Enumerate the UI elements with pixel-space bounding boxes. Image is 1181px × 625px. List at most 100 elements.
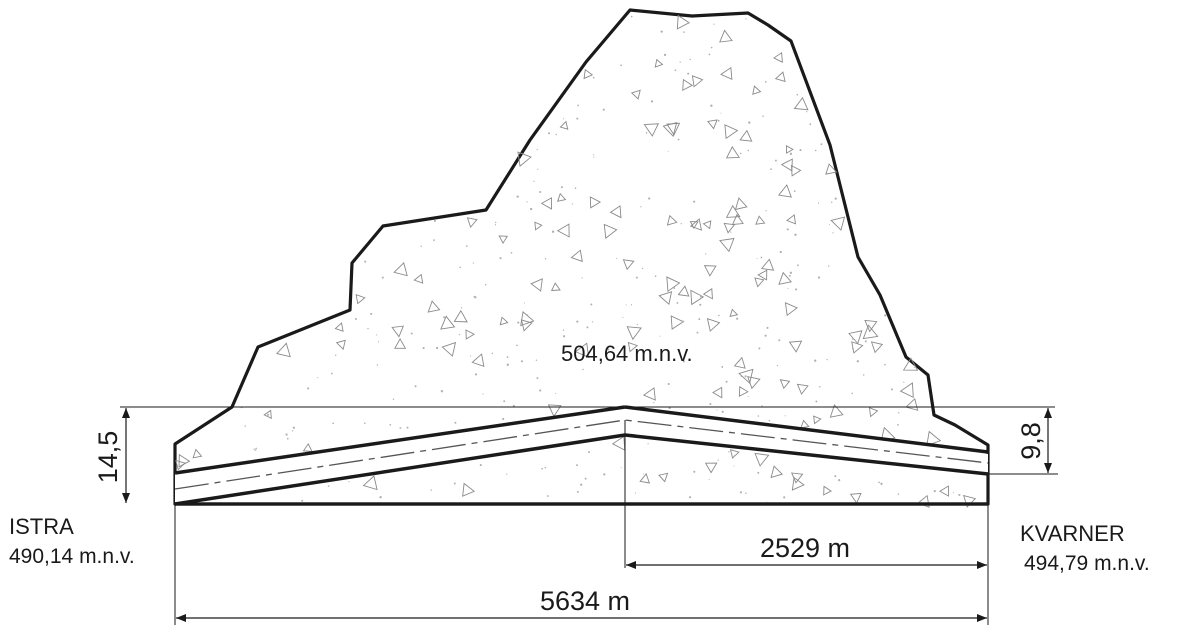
aggregate-dot [642, 473, 644, 475]
aggregate-dot [244, 425, 246, 427]
aggregate-dot [828, 223, 830, 225]
aggregate-dot [689, 496, 692, 499]
aggregate-dot [667, 382, 670, 386]
aggregate-dot [683, 31, 685, 33]
aggregate-dot [433, 219, 436, 222]
aggregate-dot [367, 327, 369, 330]
aggregate-triangle-icon [335, 339, 346, 351]
aggregate-dot [506, 363, 509, 366]
aggregate-triangle-icon [362, 475, 378, 491]
aggregate-dot [527, 313, 529, 316]
aggregate-dot [730, 231, 732, 233]
aggregate-dot [880, 482, 883, 485]
aggregate-dot [789, 271, 793, 274]
aggregate-dot [625, 304, 627, 306]
aggregate-triangle-icon [754, 277, 765, 288]
aggregate-dot [520, 360, 524, 363]
aggregate-dot [440, 390, 444, 393]
aggregate-dot [884, 363, 886, 366]
aggregate-dot [680, 222, 682, 225]
aggregate-dot [506, 473, 508, 475]
aggregate-dot [952, 492, 955, 494]
aggregate-dot [792, 51, 794, 53]
aggregate-dot [479, 464, 482, 467]
tunnel-band [175, 408, 988, 504]
aggregate-dot [799, 149, 802, 152]
aggregate-triangle-icon [499, 316, 509, 326]
aggregate-triangle-icon [757, 269, 768, 281]
aggregate-dot [267, 413, 270, 416]
aggregate-triangle-icon [793, 96, 809, 111]
aggregate-triangle-icon [627, 341, 639, 353]
aggregate-triangle-icon [754, 452, 770, 467]
aggregate-dot [406, 426, 409, 429]
aggregate-dot [856, 360, 859, 363]
aggregate-triangle-icon [391, 325, 405, 338]
aggregate-triangle-icon [453, 309, 468, 323]
aggregate-triangle-icon [556, 192, 567, 202]
tunnel-axis [174, 419, 989, 490]
aggregate-dot [689, 58, 691, 61]
aggregate-dot [430, 489, 432, 491]
aggregate-triangle-icon [723, 222, 736, 234]
aggregate-dot [506, 356, 509, 358]
aggregate-dot [761, 405, 763, 407]
aggregate-dot [809, 123, 812, 126]
aggregate-dot [536, 377, 539, 380]
aggregate-dot [399, 427, 402, 429]
aggregate-triangle-icon [780, 158, 793, 172]
aggregate-dot [787, 288, 789, 290]
aggregate-dot [679, 61, 681, 63]
aggregate-dot [793, 190, 796, 192]
aggregate-triangle-icon [334, 322, 344, 332]
aggregate-dot [794, 233, 797, 236]
aggregate-triangle-icon [498, 235, 509, 244]
aggregate-dot [536, 148, 538, 151]
aggregate-dot [783, 496, 786, 499]
aggregate-triangle-icon [550, 282, 561, 291]
aggregate-dot [728, 451, 730, 453]
aggregate-dot [788, 274, 791, 277]
aggregate-dot [862, 374, 865, 376]
aggregate-triangle-icon [747, 376, 761, 390]
aggregate-dot [254, 449, 257, 451]
aggregate-dot [717, 459, 719, 461]
aggregate-dot [474, 373, 478, 376]
aggregate-dot [640, 206, 642, 208]
aggregate-dot [622, 316, 624, 318]
aggregate-dot [555, 133, 557, 136]
aggregate-dot [535, 359, 538, 361]
tunnel-upper-wall-right [624, 405, 989, 454]
aggregate-dot [779, 250, 782, 254]
aggregate-dot [602, 108, 605, 111]
aggregate-dot [740, 376, 742, 378]
aggregate-dot [491, 352, 494, 355]
aggregate-dot [834, 475, 837, 478]
aggregate-dot [291, 430, 294, 432]
aggregate-triangle-icon [862, 324, 879, 340]
aggregate-triangle-icon [302, 442, 313, 453]
aggregate-triangle-icon [630, 89, 641, 100]
aggregate-dot [630, 304, 633, 306]
aggregate-dot [796, 264, 799, 267]
aggregate-dot [562, 118, 565, 120]
aggregate-dot [482, 393, 484, 395]
aggregate-dot [747, 149, 750, 152]
aggregate-dot [758, 347, 761, 350]
aggregate-dot [414, 385, 417, 388]
aggregate-triangle-icon [666, 276, 681, 293]
aggregate-dot [733, 455, 736, 457]
aggregate-dot [864, 340, 867, 343]
aggregate-triangle-icon [813, 415, 822, 425]
aggregate-dot [760, 256, 763, 259]
aggregate-triangle-icon [471, 353, 485, 368]
aggregate-triangle-icon [791, 476, 805, 491]
aggregate-triangle-icon [393, 262, 408, 277]
aggregate-triangle-icon [939, 485, 949, 497]
aggregate-dot [607, 348, 610, 351]
aggregate-triangle-icon [788, 340, 803, 353]
aggregate-dot [814, 359, 817, 362]
aggregate-dot [574, 187, 577, 189]
aggregate-triangle-icon [719, 237, 735, 253]
aggregate-dot [693, 200, 696, 203]
